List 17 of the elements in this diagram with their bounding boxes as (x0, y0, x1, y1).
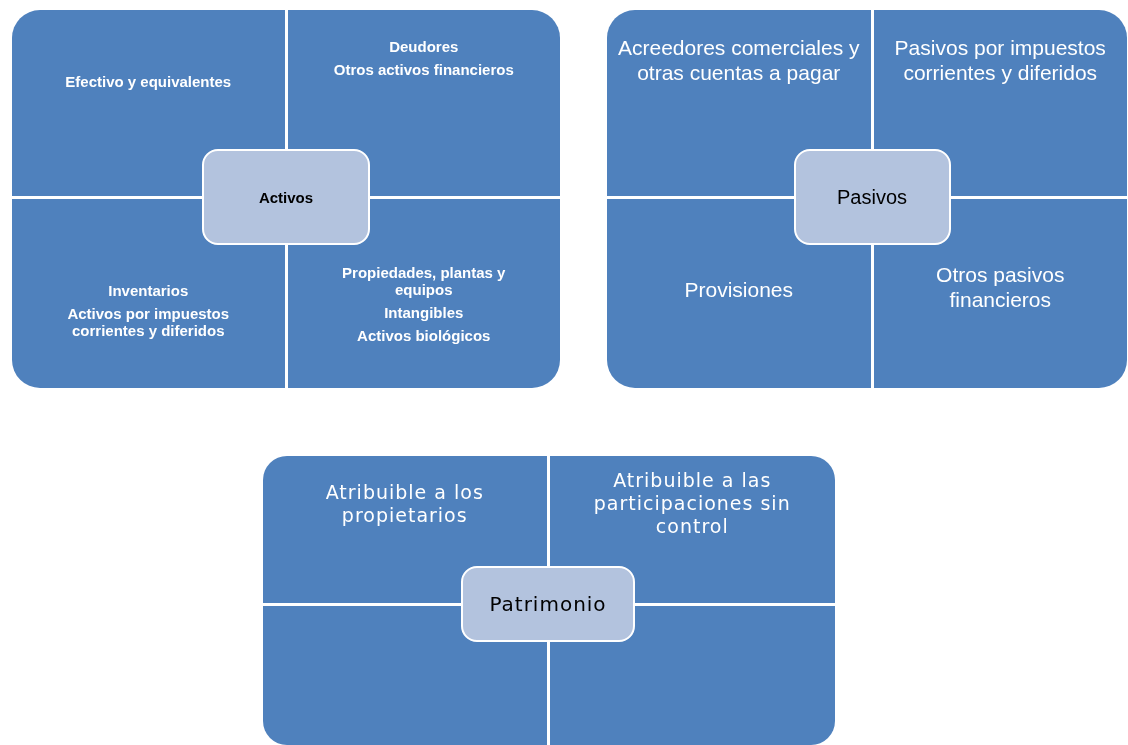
center-box: Activos (202, 149, 370, 245)
quadrant-text: Provisiones (684, 276, 794, 302)
quadrant-text: Acreedores comerciales y otras cuentas a pagar (617, 35, 861, 86)
quadrant-text: Inventarios (108, 281, 189, 299)
quadrant-text: Atribuible a las participaciones sin control (592, 469, 792, 538)
quadrant-text: Deudores (389, 38, 459, 55)
quadrant-text: Activos por impuestos corrientes y diferidos (66, 304, 231, 339)
quadrant-text: Activos biológicos (357, 326, 491, 344)
quadrant-text: Atribuible a los propietarios (324, 481, 485, 527)
quadrant-text: Propiedades, plantas y equipos (341, 263, 507, 298)
quadrant-text: Efectivo y equivalentes (65, 73, 232, 90)
quadrant-text: Otros pasivos financieros (935, 261, 1066, 312)
quadrant-text: Otros activos financieros (333, 61, 514, 78)
center-box: Pasivos (793, 149, 951, 245)
quadrant-text: Intangibles (384, 303, 464, 321)
quadrant-text: Pasivos por impuestos corrientes y diferidos (893, 35, 1107, 86)
center-box: Patrimonio (461, 566, 635, 642)
